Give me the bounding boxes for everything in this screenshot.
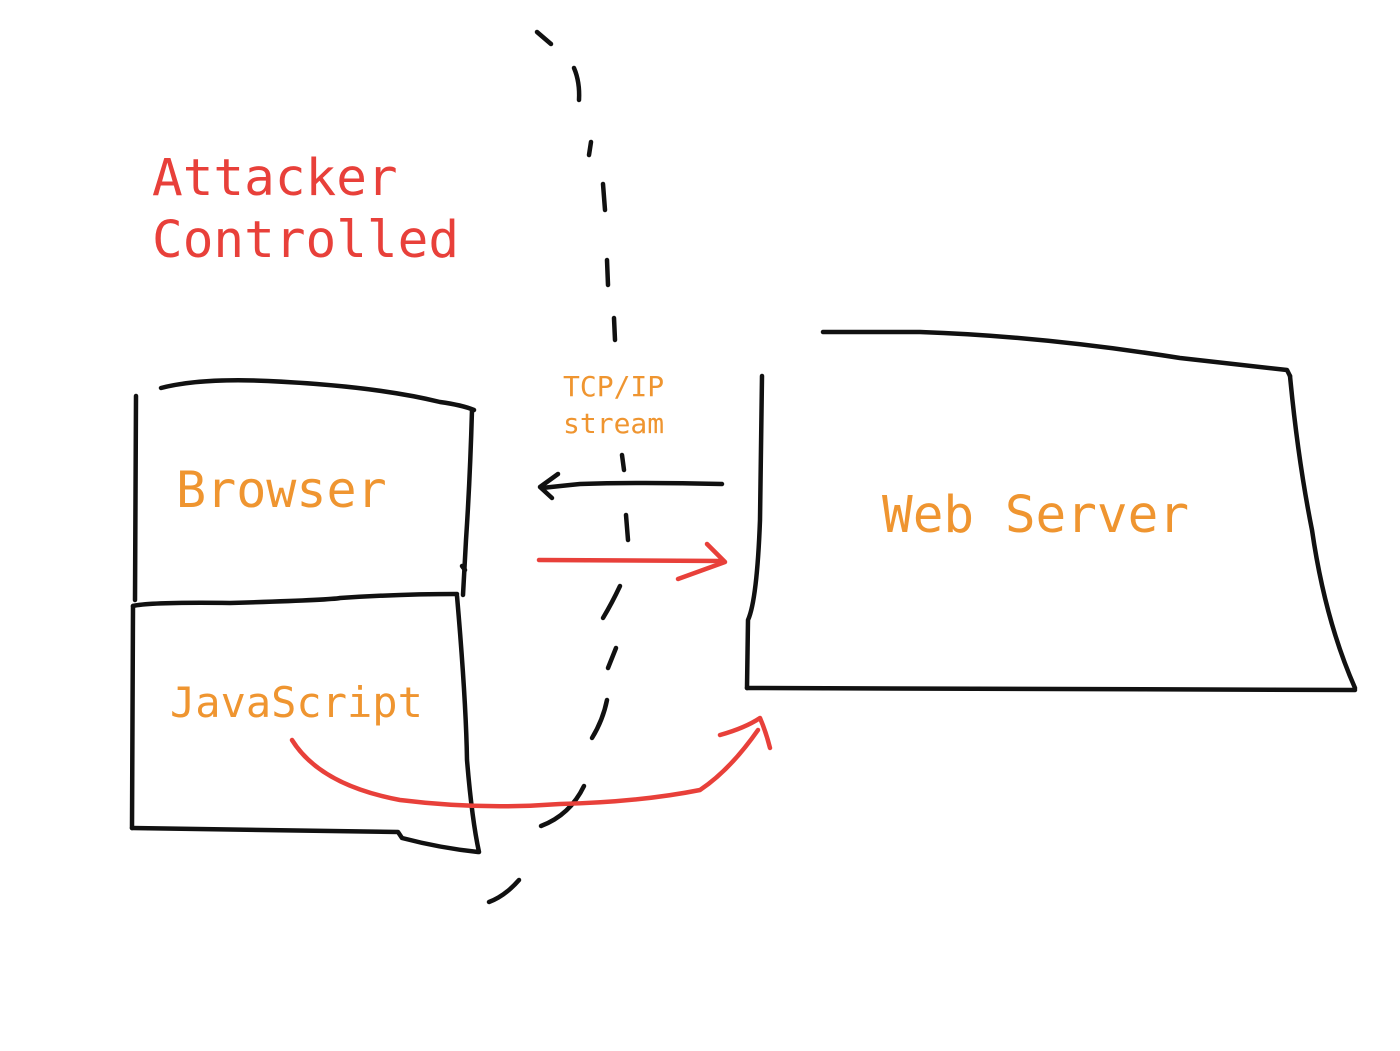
javascript-label: JavaScript	[170, 678, 423, 727]
browser-box	[130, 378, 477, 609]
response-arrow	[537, 471, 725, 501]
web-server-label: Web Server	[882, 486, 1190, 545]
trust-boundary-line	[486, 29, 631, 905]
browser-label: Browser	[176, 461, 387, 519]
request-arrow	[536, 541, 728, 582]
web-server-box	[744, 329, 1358, 693]
javascript-box	[129, 593, 482, 855]
javascript-request-arrow	[289, 715, 773, 809]
tcp-ip-stream-label: TCP/IP stream	[563, 370, 665, 441]
attacker-controlled-label: Attacker Controlled	[152, 149, 460, 271]
